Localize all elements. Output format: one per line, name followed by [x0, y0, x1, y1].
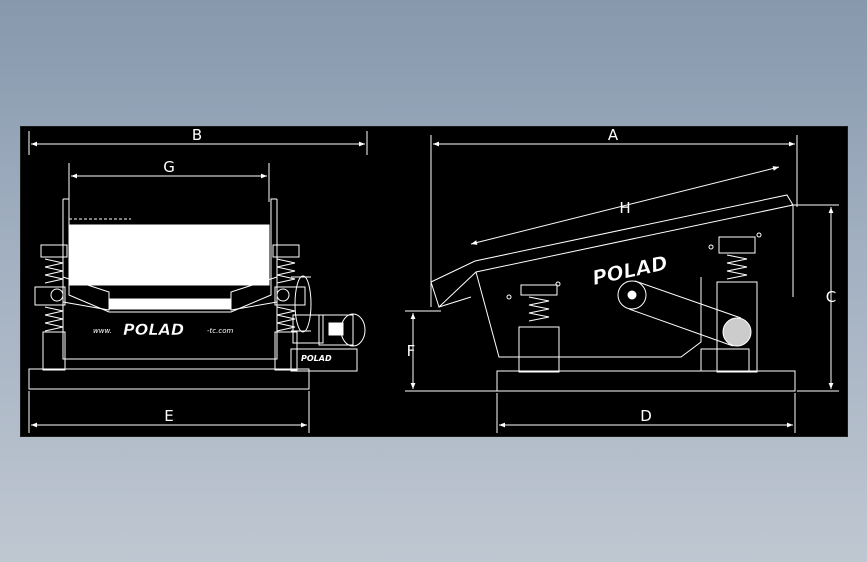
side-trough: [430, 194, 794, 358]
logo-suffix: -tc.com: [207, 327, 233, 335]
front-logo: POLAD: [123, 320, 184, 339]
side-right-support: [708, 232, 762, 373]
right-spring-assembly: [272, 244, 306, 371]
side-base: [496, 370, 796, 392]
trough-bottom-plate: [108, 298, 232, 310]
label-f: F: [407, 342, 416, 360]
front-view: [28, 131, 368, 433]
technical-drawing: B G E www. POLAD -tc.com POLAD: [28, 127, 839, 433]
belt-drive: [617, 280, 752, 372]
label-e: E: [164, 407, 173, 425]
left-spring-assembly: [34, 244, 68, 371]
label-h: H: [619, 199, 630, 217]
motor-badge: POLAD: [301, 354, 332, 363]
label-b: B: [192, 127, 202, 144]
drawing-panel: B G E www. POLAD -tc.com POLAD: [20, 126, 848, 437]
trough-fill: [68, 224, 270, 286]
front-base: [28, 368, 310, 390]
side-view: [405, 135, 839, 433]
label-c: C: [826, 288, 836, 306]
label-d: D: [640, 407, 652, 425]
side-left-support: [506, 281, 561, 373]
label-a: A: [608, 127, 619, 144]
label-g: G: [163, 158, 175, 176]
dimension-h-line: [470, 166, 780, 245]
logo-prefix: www.: [93, 327, 112, 335]
drive-motor: [290, 275, 366, 372]
side-logo: POLAD: [590, 251, 670, 290]
